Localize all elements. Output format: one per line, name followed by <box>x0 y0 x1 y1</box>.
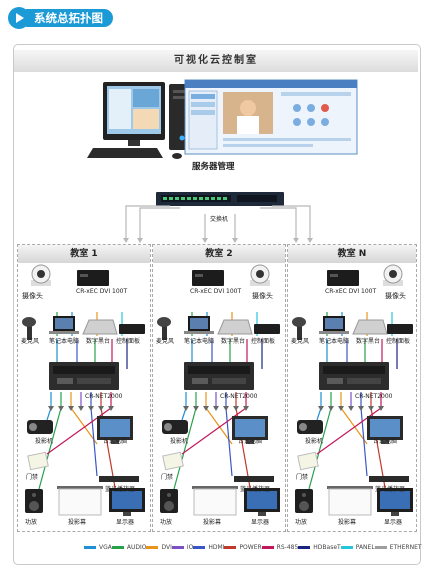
legend-item: AUDIO <box>111 544 147 551</box>
digital-desk-label: 数字黑台 <box>86 338 111 345</box>
bluray-player-label: 蓝光播放器 <box>375 486 406 493</box>
legend-label: POWER <box>239 544 262 551</box>
legend-item: RS-485 <box>261 544 299 551</box>
legend-label: HDBaseT <box>313 544 341 551</box>
desktop-pc-label: 台式电脑 <box>103 438 128 445</box>
access-control-label: 门禁 <box>296 474 309 481</box>
legend-item: HDMI <box>193 544 224 551</box>
classroom-title: 教室 1 <box>18 245 150 263</box>
desktop-pc-label: 台式电脑 <box>238 438 263 445</box>
projector-label: 投影机 <box>305 438 324 445</box>
laptop-label: 笔记本电脑 <box>184 338 215 345</box>
legend-label: RS-485 <box>276 544 299 551</box>
diagram-frame <box>13 44 421 565</box>
legend-swatch <box>84 546 96 549</box>
central-controller-label: CR-NET2000 <box>220 393 258 400</box>
legend-label: ETHERNET <box>389 544 422 551</box>
legend-item: VGA <box>84 544 112 551</box>
legend-swatch <box>224 546 237 549</box>
projector-label: 投影机 <box>35 438 54 445</box>
projection-screen-label: 投影幕 <box>68 519 87 526</box>
camera-label: 摄像头 <box>22 292 43 300</box>
amplifier-label: 功放 <box>160 519 173 526</box>
classroom-panel-2: 教室 2 <box>152 244 286 532</box>
legend-swatch <box>298 546 311 549</box>
legend-item: IO <box>171 544 194 551</box>
legend-label: IO <box>186 544 194 551</box>
encoder-label: CR-xEC DVI 100T <box>325 288 377 295</box>
legend-swatch <box>340 546 353 549</box>
microphone-label: 麦克风 <box>291 338 310 345</box>
central-controller-label: CR-NET2000 <box>355 393 393 400</box>
desktop-pc-label: 台式电脑 <box>373 438 398 445</box>
control-panel-label: 控制面板 <box>251 338 276 345</box>
legend-label: HDMI <box>208 544 225 551</box>
play-icon <box>8 7 30 29</box>
laptop-label: 笔记本电脑 <box>49 338 80 345</box>
control-room-title: 可视化云控制室 <box>14 50 418 72</box>
classroom-devices-n <box>292 264 413 516</box>
microphone-label: 麦克风 <box>156 338 175 345</box>
section-header: 系统总拓扑图 <box>8 7 120 29</box>
legend-label: AUDIO <box>126 544 147 551</box>
section-title: 系统总拓扑图 <box>26 9 113 27</box>
switch-label: 交换机 <box>210 216 229 223</box>
projector-label: 投影机 <box>170 438 189 445</box>
classroom-panel-1: 教室 1 <box>17 244 151 532</box>
monitor-label: 显示器 <box>251 519 270 526</box>
legend-item: POWER <box>224 544 262 551</box>
classroom-devices-1 <box>22 264 145 516</box>
legend-label: DVI <box>161 544 172 551</box>
classroom-panel-n: 教室 N <box>287 244 417 532</box>
bluray-player-label: 蓝光播放器 <box>105 486 136 493</box>
camera-label: 摄像头 <box>385 292 406 300</box>
microphone-label: 麦克风 <box>21 338 40 345</box>
legend-item: PANEL <box>340 544 375 551</box>
classroom-title: 教室 N <box>288 245 416 263</box>
network-switch-icon <box>156 192 284 206</box>
laptop-label: 笔记本电脑 <box>319 338 350 345</box>
amplifier-label: 功放 <box>25 519 38 526</box>
legend-swatch <box>146 546 159 549</box>
legend-swatch <box>261 546 274 549</box>
central-controller-label: CR-NET2000 <box>85 393 123 400</box>
cable-legend: VGA AUDIO DVI IO HDMI POWER RS-485 HDBas… <box>84 544 422 551</box>
legend-item: HDBaseT <box>298 544 341 551</box>
control-workstation-illustration <box>87 79 358 159</box>
classroom-devices-2 <box>157 264 280 516</box>
legend-swatch <box>171 546 184 549</box>
access-control-label: 门禁 <box>26 474 39 481</box>
classroom-title: 教室 2 <box>153 245 285 263</box>
legend-item: ETHERNET <box>374 544 422 551</box>
legend-item: DVI <box>146 544 172 551</box>
control-panel-label: 控制面板 <box>386 338 411 345</box>
digital-desk-label: 数字黑台 <box>356 338 381 345</box>
camera-label: 摄像头 <box>252 292 273 300</box>
legend-swatch <box>111 546 124 549</box>
control-panel-label: 控制面板 <box>116 338 141 345</box>
projection-screen-label: 投影幕 <box>203 519 222 526</box>
server-management-label: 服务器管理 <box>192 162 235 172</box>
encoder-label: CR-xEC DVI 100T <box>190 288 242 295</box>
legend-label: PANEL <box>355 544 375 551</box>
bluray-player-label: 蓝光播放器 <box>240 486 271 493</box>
legend-swatch <box>193 546 206 549</box>
legend-swatch <box>374 546 387 549</box>
digital-desk-label: 数字黑台 <box>221 338 246 345</box>
access-control-label: 门禁 <box>161 474 174 481</box>
projection-screen-label: 投影幕 <box>338 519 357 526</box>
amplifier-label: 功放 <box>295 519 308 526</box>
encoder-label: CR-xEC DVI 100T <box>76 288 128 295</box>
monitor-label: 显示器 <box>116 519 135 526</box>
monitor-label: 显示器 <box>384 519 403 526</box>
legend-label: VGA <box>99 544 112 551</box>
